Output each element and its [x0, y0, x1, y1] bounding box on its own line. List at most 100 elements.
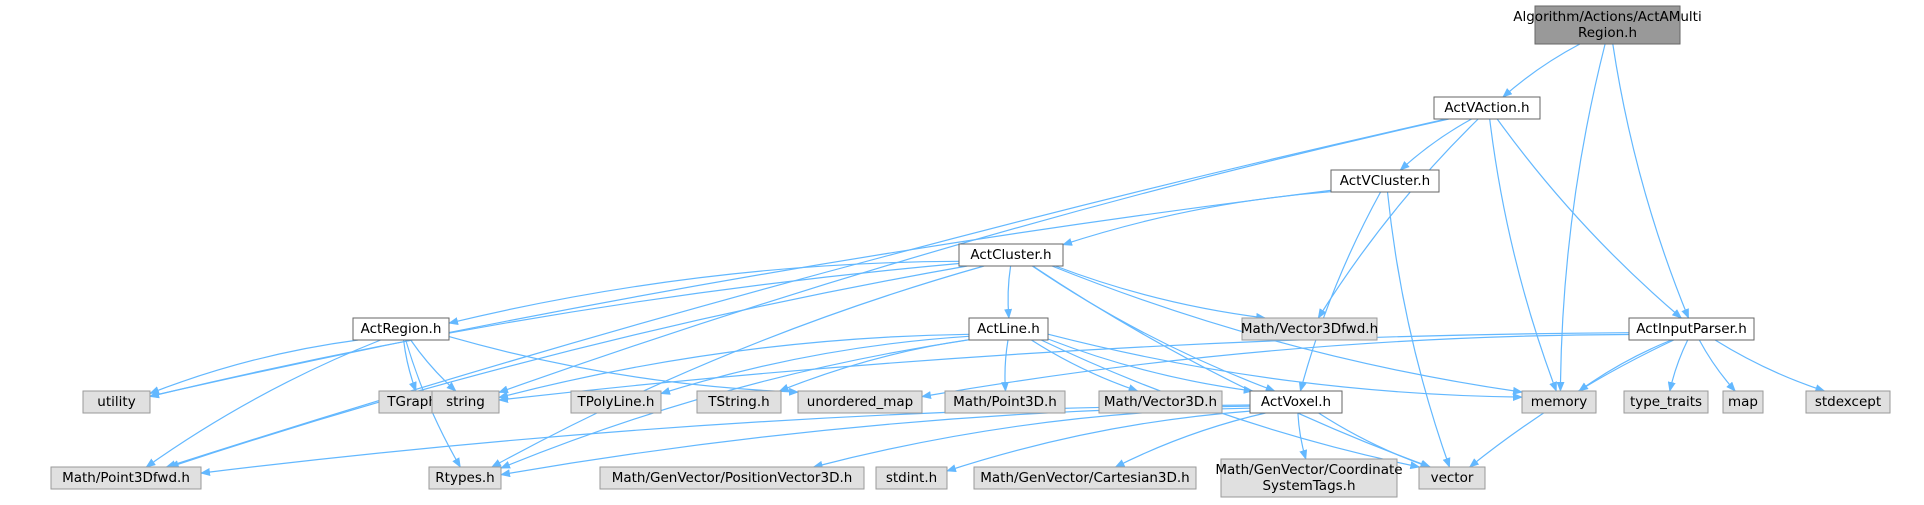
- node-label-root: Region.h: [1578, 25, 1637, 41]
- node-layer: Algorithm/Actions/ActAMultiRegion.hActVA…: [50, 5, 1891, 498]
- node-stdint: stdint.h: [875, 466, 948, 490]
- node-label-string: string: [446, 394, 485, 410]
- node-label-actregion: ActRegion.h: [361, 321, 442, 337]
- node-cart3d: Math/GenVector/Cartesian3D.h: [973, 466, 1197, 490]
- edge-actvcluster-to-actcluster: [1062, 191, 1332, 246]
- edge-layer: [145, 43, 1826, 478]
- edge-actvoxel-to-cart3d: [1114, 412, 1266, 468]
- edge-actvoxel-to-coordtags: [1297, 412, 1308, 460]
- edge-actinputparser-to-map: [1698, 339, 1736, 392]
- edge-actvaction-to-mathvec3fwd: [1317, 118, 1479, 319]
- edge-actinputparser-to-string: [498, 332, 1630, 403]
- node-label-actvcluster: ActVCluster.h: [1340, 173, 1430, 189]
- node-tstring: TString.h: [696, 390, 782, 414]
- node-actcluster[interactable]: ActCluster.h: [958, 243, 1064, 267]
- edge-actline-to-tstring: [778, 339, 970, 392]
- node-actinputparser[interactable]: ActInputParser.h: [1628, 317, 1755, 341]
- node-box-stdint: [875, 466, 948, 490]
- edge-actinputparser-to-stdexcept: [1714, 339, 1826, 392]
- node-type_traits: type_traits: [1623, 390, 1709, 414]
- edge-actvaction-to-actinputparser: [1496, 118, 1683, 319]
- node-actregion[interactable]: ActRegion.h: [352, 317, 450, 341]
- node-rtypes: Rtypes.h: [428, 466, 502, 490]
- edge-root-to-actvaction: [1502, 43, 1581, 98]
- node-label-actline: ActLine.h: [977, 321, 1040, 337]
- node-label-posvec: Math/GenVector/PositionVector3D.h: [612, 470, 853, 486]
- node-box-string: [431, 390, 500, 414]
- node-label-mathvec3fwd: Math/Vector3Dfwd.h: [1241, 321, 1378, 337]
- edge-actline-to-memory: [1047, 333, 1523, 401]
- edge-actline-to-actvoxel: [1047, 338, 1254, 394]
- node-actvoxel[interactable]: ActVoxel.h: [1249, 390, 1343, 414]
- node-label-actvaction: ActVAction.h: [1444, 100, 1529, 116]
- node-box-actvaction: [1433, 96, 1541, 120]
- node-label-memory: memory: [1531, 394, 1587, 410]
- node-label-cart3d: Math/GenVector/Cartesian3D.h: [980, 470, 1190, 486]
- node-mathpoint3d: Math/Point3D.h: [944, 390, 1066, 414]
- node-tpolyline: TPolyLine.h: [570, 390, 662, 414]
- node-box-map: [1722, 390, 1764, 414]
- node-actvaction[interactable]: ActVAction.h: [1433, 96, 1541, 120]
- edge-actregion-to-mathpoint3dfwd: [145, 339, 381, 468]
- node-posvec: Math/GenVector/PositionVector3D.h: [599, 466, 865, 490]
- node-box-tpolyline: [570, 390, 662, 414]
- edge-actcluster-to-memory: [1051, 265, 1523, 395]
- edge-actline-to-tpolyline: [660, 335, 970, 395]
- edge-actregion-to-string: [410, 339, 457, 392]
- edge-actcluster-to-mathvec3fwd: [1055, 265, 1267, 321]
- node-box-cart3d: [973, 466, 1197, 490]
- edge-actcluster-to-actregion: [448, 260, 960, 325]
- node-mathvec3fwd: Math/Vector3Dfwd.h: [1241, 317, 1378, 341]
- node-box-stdexcept: [1805, 390, 1891, 414]
- node-box-actvcluster: [1330, 169, 1440, 193]
- node-box-tstring: [696, 390, 782, 414]
- node-unordered_map: unordered_map: [797, 390, 923, 414]
- node-label-stdexcept: stdexcept: [1815, 394, 1881, 410]
- node-box-memory: [1521, 390, 1597, 414]
- node-box-coordtags: [1220, 458, 1398, 498]
- edge-actcluster-to-utility: [149, 262, 960, 399]
- node-label-vector: vector: [1431, 470, 1474, 486]
- edge-actcluster-to-rtypes: [491, 265, 985, 468]
- node-box-mathvector3d: [1098, 390, 1223, 414]
- edge-actvoxel-to-vector: [1318, 412, 1431, 468]
- node-box-utility: [82, 390, 151, 414]
- edge-actcluster-to-mathpoint3dfwd: [168, 265, 968, 468]
- edge-actvoxel-to-rtypes: [500, 405, 1251, 478]
- node-box-root: [1534, 5, 1681, 45]
- node-label-coordtags: Math/GenVector/Coordinate: [1215, 462, 1402, 478]
- edge-root-to-actinputparser: [1612, 43, 1690, 319]
- node-box-actinputparser: [1628, 317, 1755, 341]
- node-actvcluster[interactable]: ActVCluster.h: [1330, 169, 1440, 193]
- node-box-mathvec3fwd: [1241, 317, 1378, 341]
- node-string: string: [431, 390, 500, 414]
- node-label-stdint: stdint.h: [886, 470, 937, 486]
- node-box-unordered_map: [797, 390, 923, 414]
- node-box-type_traits: [1623, 390, 1709, 414]
- edge-actline-to-mathpoint3d: [1000, 339, 1009, 392]
- node-label-mathvector3d: Math/Vector3D.h: [1104, 394, 1217, 410]
- edge-actvoxel-to-stdint: [946, 410, 1251, 473]
- edge-actcluster-to-actline: [1004, 265, 1013, 319]
- node-mathpoint3dfwd: Math/Point3Dfwd.h: [50, 466, 202, 490]
- node-memory: memory: [1521, 390, 1597, 414]
- node-label-actinputparser: ActInputParser.h: [1636, 321, 1747, 337]
- edge-actvaction-to-memory: [1489, 118, 1557, 392]
- edge-actline-to-rtypes: [500, 339, 970, 469]
- node-box-actregion: [352, 317, 450, 341]
- edge-actregion-to-tgraph: [403, 339, 417, 392]
- node-label-rtypes: Rtypes.h: [435, 470, 494, 486]
- node-label-actcluster: ActCluster.h: [970, 247, 1051, 263]
- node-box-actline: [968, 317, 1049, 341]
- node-box-actcluster: [958, 243, 1064, 267]
- edge-actline-to-string: [498, 333, 970, 400]
- edge-actvcluster-to-utility: [149, 189, 1332, 399]
- node-actline[interactable]: ActLine.h: [968, 317, 1049, 341]
- edge-root-to-memory: [1556, 43, 1606, 392]
- node-mathvector3d: Math/Vector3D.h: [1098, 390, 1223, 414]
- node-label-root: Algorithm/Actions/ActAMulti: [1513, 9, 1701, 25]
- node-label-mathpoint3d: Math/Point3D.h: [953, 394, 1057, 410]
- edge-actvcluster-to-vector: [1386, 191, 1451, 468]
